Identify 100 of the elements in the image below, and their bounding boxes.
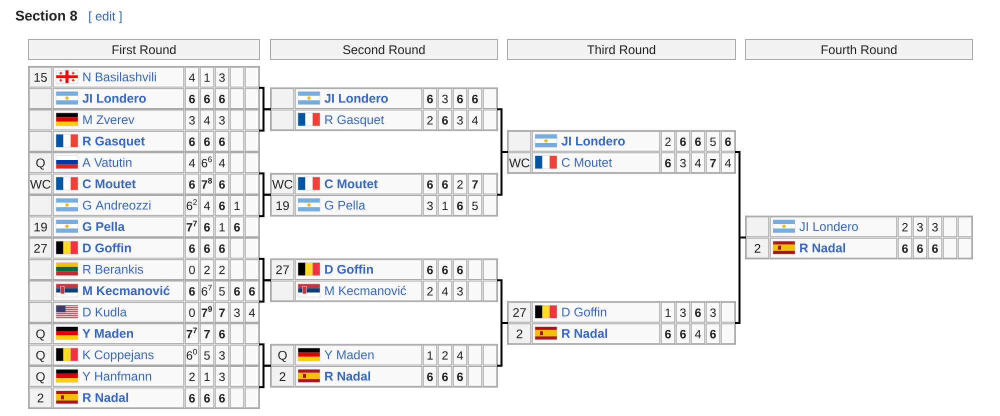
seed-cell: 2	[746, 238, 770, 259]
score-cell: 6	[184, 387, 200, 408]
score-cell: 3	[230, 302, 244, 323]
score-cell: 3	[214, 366, 230, 387]
seed-cell: WC	[508, 152, 532, 174]
score-cell: 6$^{7}$	[200, 280, 214, 302]
score-cell: 5	[468, 195, 482, 216]
score-cell: 6	[214, 323, 230, 344]
score-cell: 6	[200, 130, 214, 152]
score-cell: 6	[720, 130, 736, 152]
round-header: Second Round	[270, 39, 498, 60]
bracket-line	[497, 322, 508, 367]
bracket-line	[259, 279, 271, 303]
seed-cell: Q	[28, 344, 52, 366]
section-heading: Section 8	[16, 10, 78, 21]
score-cell: 6	[230, 280, 244, 302]
bracket-line	[259, 108, 271, 132]
score-cell: 3	[422, 195, 438, 216]
seed-cell: Q	[270, 344, 294, 366]
score-cell: 2	[452, 174, 468, 194]
score-cell: 5	[706, 130, 720, 152]
score-cell: 6	[452, 366, 468, 387]
score-cell: 5	[200, 344, 214, 366]
score-cell: 6	[690, 130, 706, 152]
score-cell: 3	[214, 66, 230, 88]
score-cell: 3	[912, 216, 928, 238]
score-cell: 6	[438, 366, 452, 387]
seed-cell: 27	[28, 238, 52, 259]
score-cell: 6	[438, 174, 452, 194]
score-cell: 6	[230, 216, 244, 238]
score-cell: 3	[706, 302, 720, 323]
score-cell: 6	[184, 174, 200, 194]
score-cell: 6	[660, 323, 676, 344]
score-cell: 7	[468, 174, 482, 194]
score-cell: 4	[200, 195, 214, 216]
seed-cell: WC	[270, 174, 294, 194]
score-cell: 6	[690, 302, 706, 323]
score-cell: 6	[214, 195, 230, 216]
score-cell: 6	[676, 323, 690, 344]
score-cell: 4	[438, 280, 452, 302]
score-cell: 4	[690, 323, 706, 344]
score-cell: 1	[438, 195, 452, 216]
score-cell: 3	[452, 280, 468, 302]
bracket-line	[497, 150, 508, 196]
bracket-line	[259, 364, 271, 388]
score-cell: 7$^{7}$	[184, 216, 200, 238]
seed-cell: 27	[508, 302, 532, 323]
score-cell: 1	[200, 366, 214, 387]
score-cell: 6$^{6}$	[200, 152, 214, 174]
seed-cell: Q	[28, 152, 52, 174]
score-cell: 7$^{7}$	[184, 323, 200, 344]
score-cell: 5	[214, 280, 230, 302]
score-cell: 2	[898, 216, 912, 238]
score-cell: 6	[184, 130, 200, 152]
score-cell: 2	[184, 366, 200, 387]
score-cell: 2	[422, 110, 438, 130]
score-cell: 2	[660, 130, 676, 152]
seed-cell: 15	[28, 66, 52, 88]
score-cell: 6	[452, 259, 468, 280]
score-cell: 1	[230, 195, 244, 216]
score-cell: 1	[422, 344, 438, 366]
score-cell: 1	[660, 302, 676, 323]
score-cell: 2	[200, 259, 214, 280]
score-cell: 7	[200, 323, 214, 344]
score-cell: 6	[244, 280, 260, 302]
score-cell: 7	[706, 152, 720, 174]
score-cell: 6	[676, 130, 690, 152]
score-cell: 7$^{9}$	[200, 302, 214, 323]
score-cell: 6	[928, 238, 942, 259]
round-header: Fourth Round	[745, 39, 973, 60]
seed-cell: WC	[28, 174, 52, 194]
score-cell: 6	[184, 88, 200, 109]
seed-cell: 19	[28, 216, 52, 238]
score-cell: 6	[214, 174, 230, 194]
round-header: Third Round	[507, 39, 736, 60]
round-header: First Round	[28, 39, 260, 60]
score-cell: 6	[452, 195, 468, 216]
score-cell: 6	[438, 110, 452, 130]
score-cell: 2	[422, 280, 438, 302]
score-cell: 6	[422, 88, 438, 109]
score-cell: 6$^{2}$	[184, 195, 200, 216]
score-cell: 6	[422, 174, 438, 194]
score-cell: 7$^{8}$	[200, 174, 214, 194]
score-cell: 6	[438, 259, 452, 280]
score-cell: 3	[438, 88, 452, 109]
score-cell: 6	[706, 323, 720, 344]
score-cell: 4	[468, 110, 482, 130]
score-cell: 3	[676, 302, 690, 323]
score-cell: 6	[200, 88, 214, 109]
edit-link: [ edit ]	[89, 11, 122, 24]
seed-cell: 2	[508, 323, 532, 344]
score-cell: 6	[214, 238, 230, 259]
score-cell: 2	[438, 344, 452, 366]
score-cell: 6	[660, 152, 676, 174]
score-cell: 0	[184, 302, 200, 323]
score-cell: 3	[452, 110, 468, 130]
score-cell: 3	[214, 110, 230, 130]
score-cell: 6	[214, 88, 230, 109]
score-cell: 4	[184, 152, 200, 174]
score-cell: 6	[214, 130, 230, 152]
